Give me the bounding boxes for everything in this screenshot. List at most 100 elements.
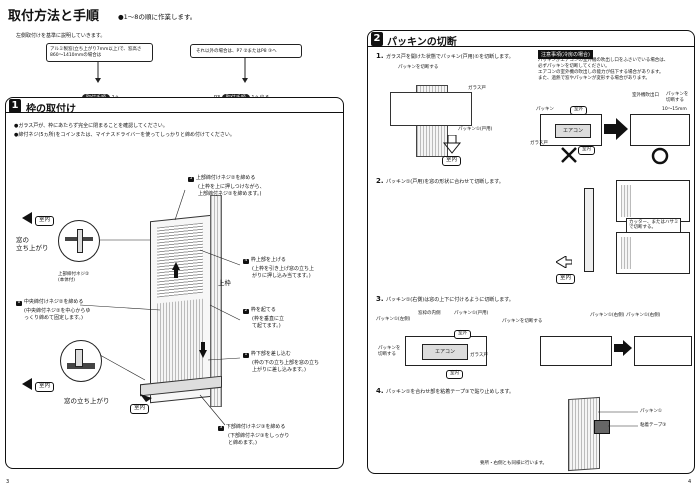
s1-number: 1. bbox=[376, 52, 384, 60]
note-title: 注意事項(冷房の場合) bbox=[541, 52, 590, 58]
window-rise-label-2: 窓の立ち上がり bbox=[64, 397, 110, 405]
s1-glass-label: ガラス戸 bbox=[468, 86, 486, 91]
s3-diagram-3 bbox=[634, 336, 692, 366]
s3-aircon-label: エアコン bbox=[434, 349, 455, 355]
step-1-badge: 1 bbox=[243, 352, 249, 358]
compare-arrow bbox=[604, 118, 628, 140]
s3-arrow bbox=[614, 340, 632, 356]
page-number-right: 4 bbox=[688, 479, 692, 485]
s4-heading: 4. パッキン①を合わせ部を粘着テープ③で貼り止めします。 bbox=[376, 388, 514, 395]
s3-glass-label: ガラス戸 bbox=[470, 353, 488, 358]
s2-room-label: 室内 bbox=[556, 274, 576, 284]
step-2-body: (枠を垂直に立 て起てます。) bbox=[252, 316, 284, 329]
s2-text: パッキン①(戸用)を窓の形状に合わせて切断します。 bbox=[385, 179, 504, 185]
s1-cut-label: パッキンを切断する bbox=[398, 65, 439, 70]
step-6-body: (中央締付ネジ②を中心からゆ っくり締めて固定します。) bbox=[24, 308, 91, 321]
window-glass bbox=[210, 195, 222, 407]
upper-screw-label: 上部締付ネジ② (本体付) bbox=[58, 272, 90, 283]
section-2-number: 2 bbox=[371, 32, 383, 46]
aircon-right-box bbox=[630, 114, 690, 146]
section-2-header-line bbox=[367, 46, 694, 47]
section-1-title: 枠の取付け bbox=[26, 104, 76, 115]
condition-text-2: それ以外の場合は、P7 ②またはP8 ③へ bbox=[196, 49, 277, 54]
bullet-1: ●ガラス戸が、枠にあたらず完全に閉まることを確認してください。 bbox=[14, 123, 168, 129]
outlet-label: 室外機吹出口 bbox=[632, 93, 659, 98]
s2-detail-bottom bbox=[616, 232, 690, 274]
room-label-left-3: 室内 bbox=[130, 404, 150, 414]
page-number-left: 3 bbox=[6, 479, 10, 485]
s2-packing-strip bbox=[584, 188, 594, 272]
s2-heading: 2. パッキン①(戸用)を窓の形状に合わせて切断します。 bbox=[376, 178, 504, 185]
step-6-title-text: 中央締付けネジ②を締める bbox=[23, 299, 84, 305]
frame-arrows bbox=[79, 189, 241, 426]
section-1-header-line bbox=[5, 112, 343, 113]
s4-number: 4. bbox=[376, 387, 384, 395]
step-1-title-text: 枠下部を差し込む bbox=[250, 351, 291, 357]
room-label-right: 室内 bbox=[578, 146, 595, 155]
left-page: 取付方法と手順 ●1〜8の順に作業します。 左側取付けを基準に説明していきます。… bbox=[5, 9, 344, 485]
detail-circle-top bbox=[58, 220, 100, 262]
s3-label-a: パッキン①(左側) bbox=[376, 317, 411, 322]
window-rise-label: 窓の 立ち上がり bbox=[16, 236, 49, 253]
s3-label-d: パッキンを切断する bbox=[502, 319, 543, 324]
s3-label-e: パッキン①(右側) bbox=[590, 313, 625, 318]
footer-note: 要所・右側とも同様に行います。 bbox=[480, 461, 548, 466]
step-3-body: (下部締付ネジ③をしっかり と締めます。) bbox=[228, 433, 290, 446]
s3-room-label: 室内 bbox=[446, 370, 463, 379]
step-4-body: (上枠を引き上げ窓の立ち上 がりに押し込み当てます。) bbox=[252, 266, 314, 279]
s4-tape-label: 粘着テープ③ bbox=[640, 423, 667, 428]
glass-door-label: ガラス戸 bbox=[530, 141, 548, 146]
step-6-badge: 6 bbox=[16, 300, 22, 306]
step-2-title-text: 枠を起てる bbox=[250, 307, 276, 313]
flow-arrows bbox=[95, 57, 248, 83]
s2-arrow-indoor bbox=[556, 256, 572, 268]
s3-label-g: パッキンを 切断する bbox=[378, 346, 401, 357]
s3-diagram-2 bbox=[540, 336, 612, 366]
step-5-title-text: 上部締付けネジ②を締める bbox=[195, 175, 256, 181]
note-body: パッキンがエアコンの室外機の吹出し口をふさいでいる場合は、 必ずパッキンを切断し… bbox=[538, 58, 669, 82]
s4-text: パッキン①を合わせ部を粘着テープ③で貼り止めします。 bbox=[385, 389, 514, 395]
step-1-body: (枠の下の立ち上部を窓の立ち 上がりに差し込みます。) bbox=[252, 360, 319, 373]
step-5-body: (上枠を上に押しつけながら、 上部締付ネジ②を締めます。) bbox=[198, 184, 265, 197]
s2-number: 2. bbox=[376, 177, 384, 185]
upper-frame-label: 上枠 bbox=[218, 279, 231, 287]
packing-label: パッキン bbox=[536, 107, 554, 112]
aircon-label: エアコン bbox=[562, 128, 583, 134]
page-title: 取付方法と手順 bbox=[8, 9, 100, 24]
section-1-number: 1 bbox=[9, 99, 21, 113]
intro-text: 左側取付けを基準に説明していきます。 bbox=[16, 33, 106, 39]
s3-label-b: 窓枠の内側 bbox=[418, 311, 441, 316]
s2-cutter-label: カッター、またはハサミ で切断する。 bbox=[629, 220, 679, 231]
section-2-title: パッキンの切断 bbox=[387, 37, 457, 48]
arrow-indoor-left-2 bbox=[22, 378, 32, 390]
condition-text-1: アルミ製窓(立ち上がり7mm以上)で、窓高さ860〜1410mmの場合は bbox=[50, 47, 142, 58]
s3-text: パッキン①(右側)は窓の上下に付けるように切断します。 bbox=[385, 297, 514, 303]
s3-label-c: パッキン①(戸用) bbox=[454, 311, 489, 316]
gap-label: 10〜15mm bbox=[662, 107, 687, 112]
s4-leaders bbox=[598, 411, 638, 427]
note-header: 注意事項(冷房の場合) bbox=[538, 50, 593, 59]
outdoor-label: 室外 bbox=[570, 106, 587, 115]
step-4-title-text: 枠上部を上げる bbox=[250, 257, 286, 263]
room-label-left: 室内 bbox=[35, 216, 55, 226]
detail-circle-bottom bbox=[60, 340, 102, 382]
condition-box-2: それ以外の場合は、P7 ②またはP8 ③へ bbox=[190, 44, 302, 58]
s1-heading: 1. ガラス戸を開けた状態でパッキン(戸用)①を切断します。 bbox=[376, 53, 514, 60]
s3-aircon-1: エアコン bbox=[422, 344, 468, 360]
title-note: ●1〜8の順に作業します。 bbox=[118, 13, 197, 21]
s1-text: ガラス戸を開けた状態でパッキン(戸用)①を切断します。 bbox=[385, 54, 514, 60]
step-4-badge: 4 bbox=[243, 258, 249, 264]
condition-box-1: アルミ製窓(立ち上がり7mm以上)で、窓高さ860〜1410mmの場合は bbox=[46, 43, 153, 62]
step-5-badge: 5 bbox=[188, 176, 194, 182]
packing-cut-label: パッキンを 切断する bbox=[666, 92, 689, 103]
step-2-badge: 2 bbox=[243, 308, 249, 314]
s2-cutter-box: カッター、またはハサミ で切断する。 bbox=[626, 218, 682, 233]
right-page: 2 パッキンの切断 1. ガラス戸を開けた状態でパッキン(戸用)①を切断します。… bbox=[350, 0, 700, 491]
s1-room-label: 室内 bbox=[442, 156, 462, 166]
bullet-2: ●締付ネジ(5ヵ所)をコインまたは、マイナスドライバーを使ってしっかりと締め付け… bbox=[14, 132, 235, 138]
